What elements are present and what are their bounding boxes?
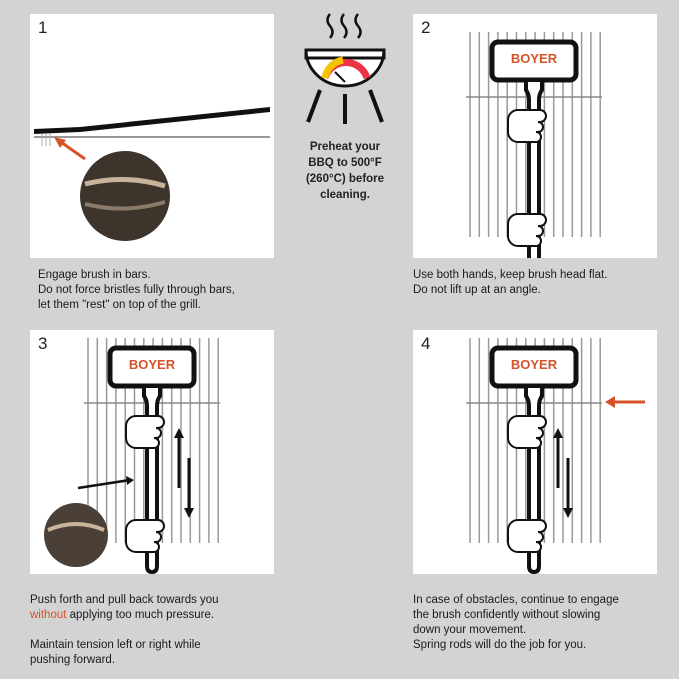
bristle-closeup-photo <box>80 151 170 241</box>
brush-obstacle-illustration: BOYER <box>466 338 645 574</box>
step-2-caption: Use both hands, keep brush head flat. Do… <box>413 269 608 296</box>
hand-icon <box>125 519 165 553</box>
highlight-word: without <box>30 609 67 621</box>
brush-push-pull-illustration: BOYER <box>44 338 220 574</box>
step-number: 2 <box>421 18 431 37</box>
brush-two-hands-illustration: BOYER <box>466 32 602 258</box>
push-pull-arrows-icon <box>553 428 573 518</box>
step-1-panel: 1 <box>30 14 274 258</box>
brand-logo: BOYER <box>129 357 176 372</box>
push-pull-arrows-icon <box>174 428 194 518</box>
step-4-panel: 4 BOYER <box>413 330 657 574</box>
hand-icon <box>507 519 547 553</box>
brush-side-view-illustration <box>34 107 270 241</box>
hand-icon <box>125 415 165 449</box>
bristle-closeup-photo <box>44 503 108 567</box>
step-3-panel: 3 BOYER <box>30 330 274 574</box>
hand-icon <box>507 109 547 143</box>
step-4-caption: In case of obstacles, continue to engage… <box>413 594 619 651</box>
step-3-caption: Push forth and pull back towards you wit… <box>30 594 219 666</box>
step-number: 3 <box>38 334 48 353</box>
brand-logo: BOYER <box>511 51 558 66</box>
obstacle-arrow-icon <box>605 396 645 408</box>
hand-icon <box>507 415 547 449</box>
step-number: 4 <box>421 334 431 353</box>
bbq-grill-thermometer-icon <box>304 13 386 124</box>
step-1-caption: Engage brush in bars. Do not force brist… <box>38 269 235 311</box>
step-2-panel: 2 BOYER <box>413 14 657 258</box>
hand-icon <box>507 213 547 247</box>
preheat-text: Preheat your BBQ to 500°F (260°C) before… <box>305 141 385 201</box>
step-number: 1 <box>38 18 48 37</box>
left-right-arrows-icon <box>77 476 134 490</box>
brand-logo: BOYER <box>511 357 558 372</box>
preheat-instruction: Preheat your BBQ to 500°F (260°C) before… <box>280 10 410 203</box>
